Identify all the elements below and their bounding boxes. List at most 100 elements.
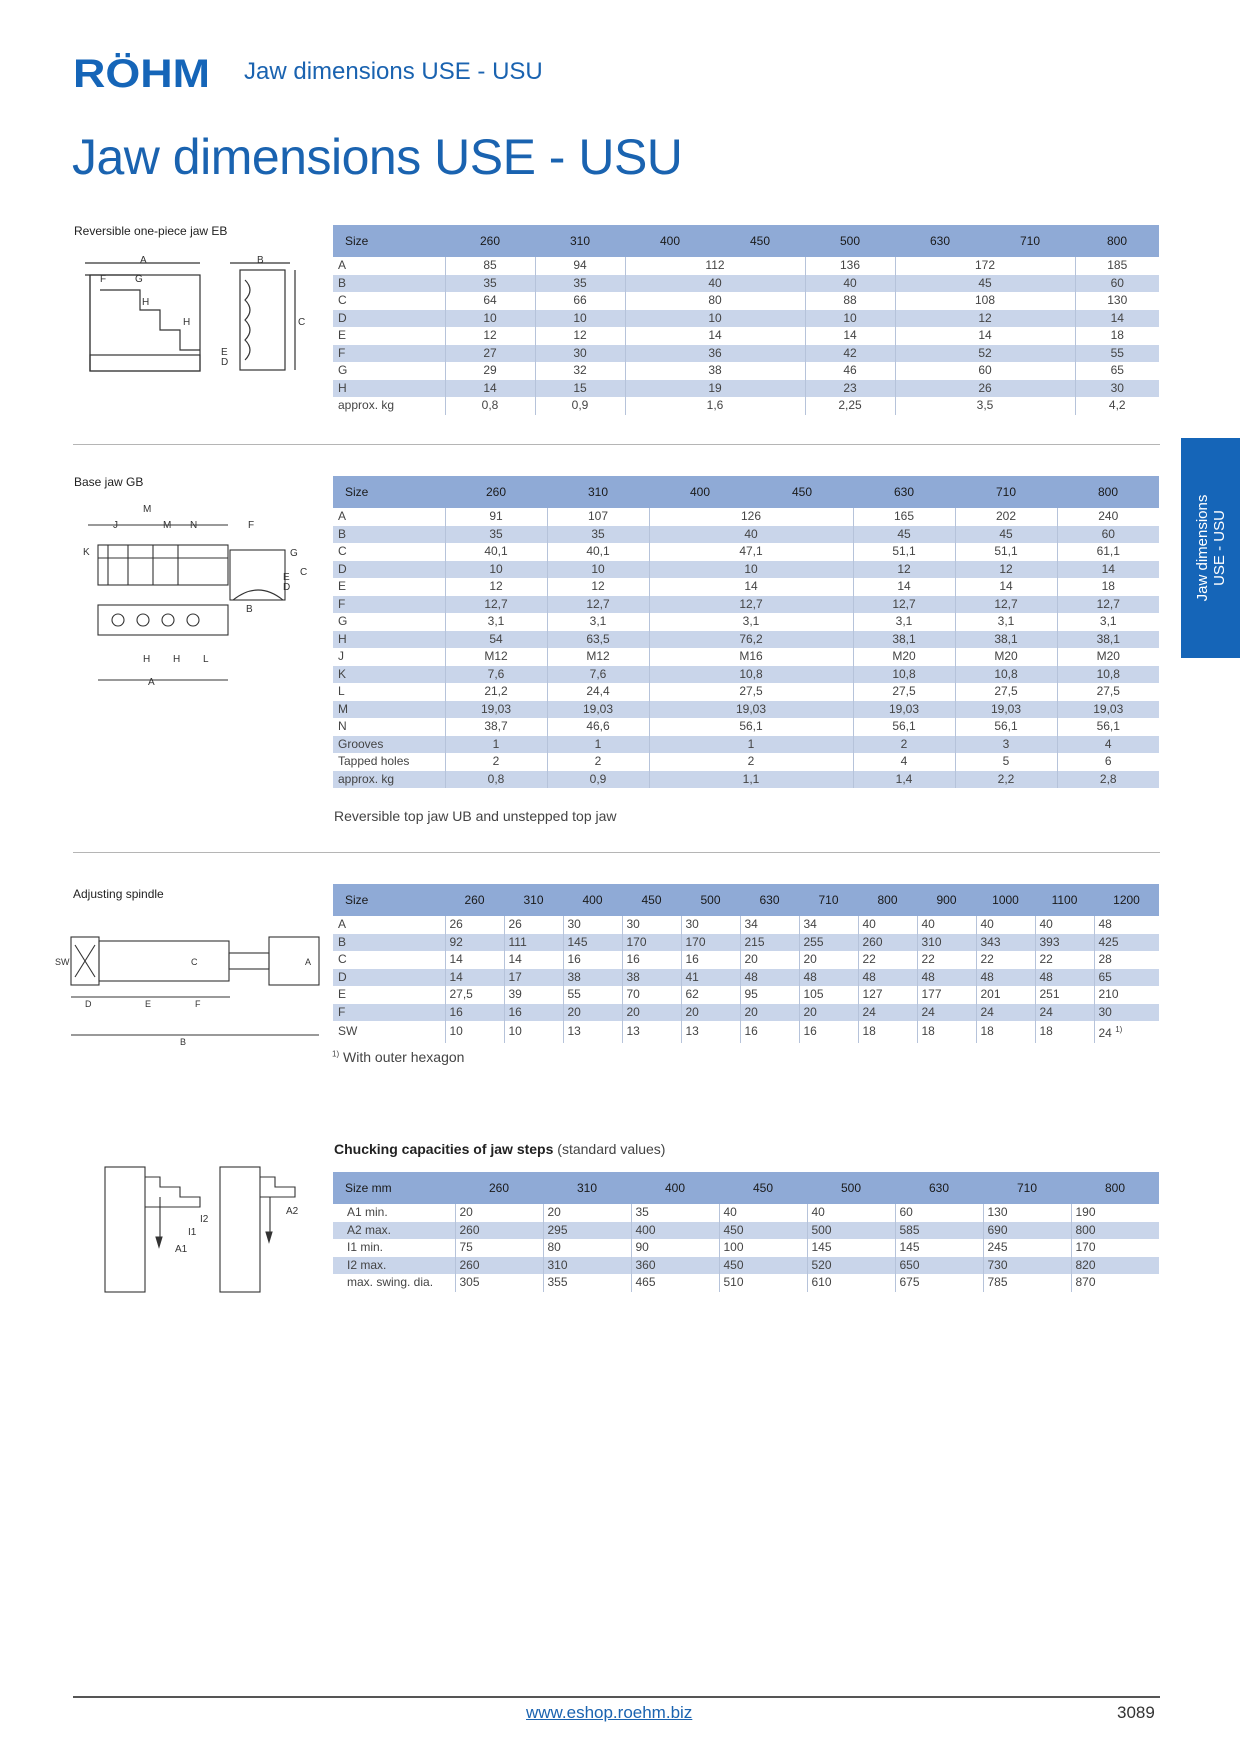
svg-text:D: D [283, 582, 290, 593]
footer-link[interactable]: www.eshop.roehm.biz [526, 1703, 693, 1722]
svg-text:M: M [143, 504, 151, 515]
col-header: 800 [1075, 225, 1159, 257]
svg-text:F: F [195, 999, 201, 1009]
col-header: 800 [858, 884, 917, 916]
svg-text:I1: I1 [188, 1227, 197, 1238]
svg-text:N: N [190, 520, 197, 531]
col-header: 630 [740, 884, 799, 916]
divider [73, 444, 1160, 445]
logo-text: RÖHM [73, 52, 210, 92]
header-title: Jaw dimensions USE - USU [244, 58, 543, 85]
col-header: 630 [853, 476, 955, 508]
svg-text:B: B [257, 255, 264, 266]
section-label-eb: Reversible one-piece jaw EB [74, 224, 228, 238]
section-heading-steps: Chucking capacities of jaw steps (standa… [334, 1141, 666, 1157]
divider [73, 852, 1160, 853]
svg-text:G: G [135, 274, 143, 285]
col-header: 450 [715, 225, 805, 257]
svg-text:B: B [180, 1037, 186, 1047]
sw-last-value: 24 [1098, 1026, 1112, 1040]
svg-text:D: D [221, 357, 228, 368]
col-header: 710 [983, 1172, 1071, 1204]
page-title: Jaw dimensions USE - USU [72, 129, 683, 185]
col-header: 500 [681, 884, 740, 916]
svg-text:L: L [203, 654, 209, 665]
col-header: 400 [625, 225, 715, 257]
footer-divider [73, 1696, 1160, 1698]
col-header: 310 [504, 884, 563, 916]
col-header: 450 [751, 476, 853, 508]
col-header: 710 [985, 225, 1075, 257]
col-header: 310 [543, 1172, 631, 1204]
svg-text:E: E [283, 572, 290, 583]
svg-text:H: H [173, 654, 180, 665]
col-header: 400 [563, 884, 622, 916]
col-header: Size [333, 225, 445, 257]
col-header: 450 [622, 884, 681, 916]
svg-text:I2: I2 [200, 1214, 209, 1225]
col-header: 630 [895, 1172, 983, 1204]
col-header: 400 [631, 1172, 719, 1204]
section-label-spindle: Adjusting spindle [73, 887, 164, 901]
svg-text:C: C [191, 957, 198, 967]
svg-text:A1: A1 [175, 1244, 188, 1255]
col-header: 500 [807, 1172, 895, 1204]
col-header: 450 [719, 1172, 807, 1204]
svg-text:E: E [145, 999, 151, 1009]
svg-text:A: A [148, 677, 155, 688]
col-header: 630 [895, 225, 985, 257]
side-tab-line1: Jaw dimensions [1194, 494, 1211, 602]
svg-text:B: B [246, 604, 253, 615]
svg-text:D: D [85, 999, 92, 1009]
svg-text:H: H [183, 317, 190, 328]
col-header: 710 [799, 884, 858, 916]
svg-text:F: F [248, 520, 254, 531]
col-header: 1200 [1094, 884, 1159, 916]
svg-text:E: E [221, 347, 228, 358]
col-header: 1000 [976, 884, 1035, 916]
svg-text:F: F [100, 274, 106, 285]
side-tab-line2: USE - USU [1211, 510, 1228, 586]
col-header: 260 [445, 225, 535, 257]
col-header: Size [333, 884, 445, 916]
svg-text:SW: SW [55, 957, 70, 967]
side-tab: Jaw dimensions USE - USU [1181, 438, 1240, 658]
col-header: 500 [805, 225, 895, 257]
